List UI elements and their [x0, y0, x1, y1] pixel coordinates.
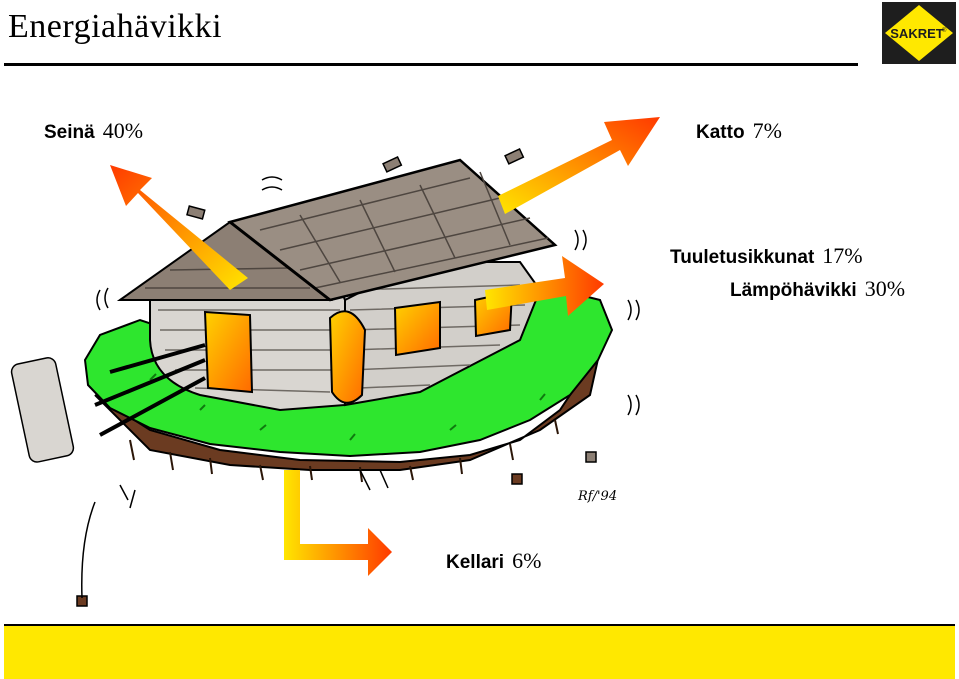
- label-basement: Kellari 6%: [446, 548, 541, 574]
- logo-text: SAKRET: [890, 26, 944, 41]
- title-divider: [4, 63, 858, 66]
- motion-lines: [81, 176, 640, 599]
- label-basement-value: 6%: [512, 548, 542, 573]
- label-wall: Seinä 40%: [44, 118, 143, 144]
- label-heat: Lämpöhävikki 30%: [730, 276, 905, 302]
- footer-bar: [4, 624, 955, 679]
- label-wall-value: 40%: [102, 118, 144, 143]
- arrow-basement: [284, 470, 392, 576]
- label-wall-name: Seinä: [44, 122, 95, 143]
- label-vents-name: Tuuletusikkunat: [670, 247, 815, 268]
- label-roof-value: 7%: [752, 118, 782, 143]
- label-roof: Katto 7%: [696, 118, 782, 144]
- sakret-logo: SAKRET ®: [882, 2, 956, 64]
- artist-signature: Rf/'94: [577, 489, 617, 504]
- logo-registered-mark: ®: [942, 27, 947, 34]
- flying-shingles: [10, 147, 597, 607]
- arrow-roof: [498, 117, 660, 214]
- house-windows: [203, 290, 514, 404]
- label-heat-value: 30%: [864, 276, 906, 301]
- heat-rays: [94, 343, 206, 437]
- label-heat-name: Lämpöhävikki: [730, 280, 857, 301]
- label-roof-name: Katto: [696, 122, 745, 143]
- page-title: Energiahävikki: [8, 8, 223, 45]
- arrow-vents: [485, 256, 604, 316]
- label-vents: Tuuletusikkunat 17%: [670, 243, 863, 269]
- label-vents-value: 17%: [822, 243, 863, 268]
- arrow-wall: [110, 165, 248, 290]
- label-basement-name: Kellari: [446, 552, 505, 573]
